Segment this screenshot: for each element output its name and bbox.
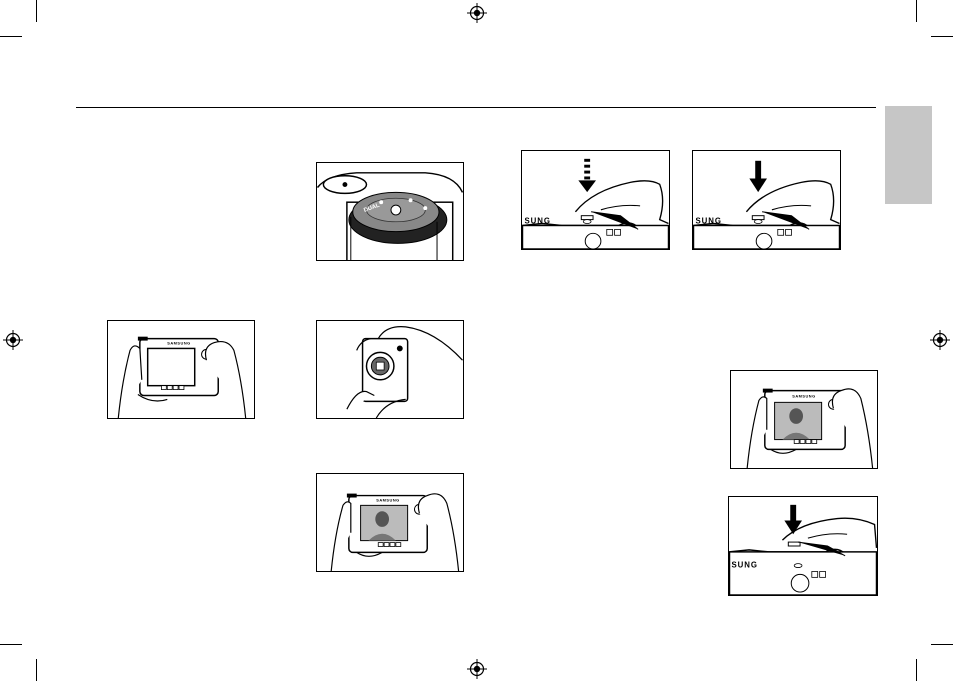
crop-mark-icon: [916, 0, 917, 22]
camera-brand: SAMSUNG: [792, 393, 815, 398]
camera-brand: SUNG: [731, 561, 758, 570]
figure-hold-preview: SAMSUNG: [316, 473, 464, 572]
figure-hold-vertical: [316, 320, 464, 419]
crop-mark-icon: [0, 644, 22, 645]
down-arrow-icon: [749, 161, 767, 192]
figure-full-press-right: SUNG: [728, 496, 878, 596]
registration-mark-icon: [930, 330, 950, 350]
figure-full-press: SUNG: [692, 150, 841, 250]
crop-mark-icon: [0, 36, 22, 37]
figure-half-press: SUNG: [521, 150, 670, 250]
camera-brand: SUNG: [524, 217, 551, 226]
figure-hold-preview-right: SAMSUNG: [730, 370, 878, 469]
camera-brand: SAMSUNG: [376, 497, 399, 502]
crop-mark-icon: [931, 644, 953, 645]
camera-brand: SAMSUNG: [167, 341, 190, 346]
crop-mark-icon: [916, 659, 917, 681]
chapter-tab: [885, 106, 932, 204]
registration-mark-icon: [467, 3, 487, 23]
figure-hold-horizontal: SAMSUNG: [107, 320, 255, 419]
crop-mark-icon: [36, 659, 37, 681]
registration-mark-icon: [3, 330, 23, 350]
figure-mode-dial: DUAL: [316, 162, 464, 261]
camera-brand: SUNG: [695, 217, 722, 226]
header-rule: [76, 107, 876, 108]
dashed-down-arrow-icon: [578, 159, 596, 192]
crop-mark-icon: [931, 36, 953, 37]
registration-mark-icon: [467, 659, 487, 679]
crop-mark-icon: [36, 0, 37, 22]
